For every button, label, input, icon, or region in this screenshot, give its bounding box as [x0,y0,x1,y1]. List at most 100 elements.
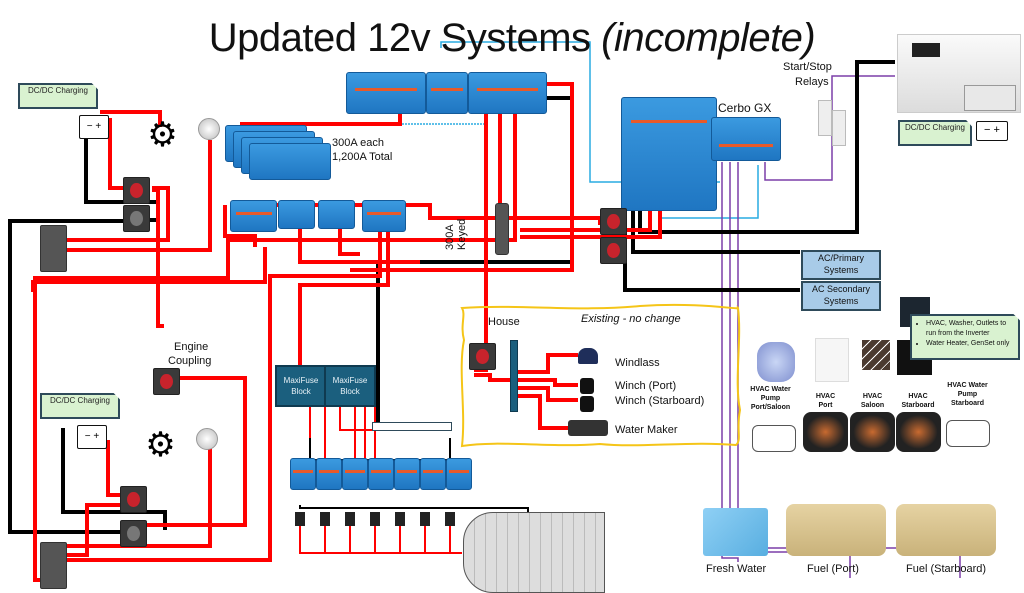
multiplus-charger-2[interactable] [468,72,547,114]
breaker-7[interactable] [445,512,455,526]
title-main: Updated 12v Systems [208,16,591,60]
breaker-3[interactable] [345,512,355,526]
ac-primary-line1: AC/Primary [817,253,864,263]
battery-label-each: 300A each [332,137,384,149]
positive-wires [31,82,662,582]
battery-switch-starboard-neg[interactable] [120,520,147,547]
engine-coupling-switch[interactable] [153,368,180,395]
house-busbar [510,340,518,412]
windlass-icon [578,348,598,364]
battery-switch-port-pos[interactable] [123,177,150,204]
alternator-port [198,118,220,140]
keyed-fuse-300a[interactable] [495,203,509,255]
combiner-port[interactable] [40,225,67,272]
tank-label-fresh: Fresh Water [706,563,767,575]
maxifuse-block-2[interactable]: MaxiFuse Block [324,365,376,407]
start-battery-icon-starboard: − + [77,425,107,449]
battery-protect-2[interactable] [318,200,355,229]
hvac-saloon-label: HVAC Saloon [860,393,885,409]
orion-charger-1[interactable] [230,200,277,232]
hvac-port-label: HVAC Port [815,393,836,409]
fuel-tank-port[interactable] [786,504,886,556]
smart-charger-5[interactable] [394,458,420,490]
smart-charger-2[interactable] [316,458,342,490]
lithium-battery-bank[interactable] [225,125,331,180]
quattro-inverter[interactable] [621,97,717,211]
note-item-1: HVAC, Washer, Outlets to run from the In… [926,319,1014,339]
hvac-starboard-icon [896,412,941,452]
dcdc-tag-port: DC/DC Charging [18,83,98,109]
fuel-tank-starboard[interactable] [896,504,996,556]
breaker-row [295,512,465,526]
fresh-water-tank[interactable] [703,508,768,556]
smart-charger-4[interactable] [368,458,394,490]
genset[interactable] [897,34,1021,113]
cerbo-gx[interactable] [711,117,781,161]
relays-label-2: Relays [795,76,829,88]
washer-icon [815,338,849,382]
battery-icon-genset: − + [976,121,1008,141]
breaker-4[interactable] [370,512,380,526]
engine-coupling-label-1: Engine [174,341,209,353]
ac-primary-systems[interactable]: AC/Primary Systems [801,250,881,280]
engine-icon-starboard: ⚙ [145,426,176,464]
fuse-label-keyed: Keyed [456,218,468,250]
smart-charger-row [290,458,472,490]
battery-4 [249,143,331,180]
battery-label-total: 1,200A Total [332,151,393,163]
title-italic: (incomplete) [601,16,816,60]
ac-secondary-line1: AC Secondary [811,284,871,294]
cerbo-label: Cerbo GX [718,101,772,115]
engine-coupling-label-2: Coupling [168,355,212,367]
battery-switch-port-neg[interactable] [123,205,150,232]
hvac-water-pump-port-label: HVAC Water Pump Port/Saloon [750,386,791,411]
multiplus-charger-1[interactable] [346,72,426,114]
water-heater-icon [757,342,795,382]
ac-secondary-systems[interactable]: AC Secondary Systems [801,281,881,311]
smart-charger-6[interactable] [420,458,446,490]
lynx-distributor[interactable] [426,72,468,114]
breaker-6[interactable] [420,512,430,526]
start-stop-relay-1[interactable] [818,100,832,136]
page-title: Updated 12v Systems (incomplete) [0,16,1024,61]
hvac-saloon-icon [850,412,895,452]
battery-switch-starboard-pos[interactable] [120,486,147,513]
breaker-1[interactable] [295,512,305,526]
note-item-2: Water Heater, GenSet only [926,339,1014,349]
negative-busbar [372,422,452,431]
house-switch[interactable] [469,343,496,370]
relays-label-1: Start/Stop [783,61,832,73]
winch-starboard-icon [580,396,594,412]
battery-protect-1[interactable] [278,200,315,229]
tank-label-fuel-starboard: Fuel (Starboard) [906,563,987,575]
breaker-5[interactable] [395,512,405,526]
breaker-2[interactable] [320,512,330,526]
ac-secondary-line2: Systems [823,296,859,306]
watermaker-icon [568,420,608,436]
dcdc-tag-starboard: DC/DC Charging [40,393,120,419]
inverter-switch-1[interactable] [600,208,627,235]
maxifuse-block-1[interactable]: MaxiFuse Block [275,365,327,407]
load-water-maker: Water Maker [615,424,678,436]
load-winch-port: Winch (Port) [615,380,677,392]
smart-charger-7[interactable] [446,458,472,490]
smart-charger-3[interactable] [342,458,368,490]
combiner-starboard[interactable] [40,542,67,589]
genset-controller [964,85,1016,111]
hvac-starboard-label: HVAC Starboard [901,393,935,409]
dcdc-tag-genset: DC/DC Charging [898,120,972,146]
start-battery-icon-port: − + [79,115,109,139]
genset-panel [912,43,940,57]
hvac-port-icon [803,412,848,452]
existing-zone-border [460,303,742,448]
boat-layout-plan [463,512,605,593]
load-windlass: Windlass [615,357,660,369]
hvac-water-pump-starboard-icon [946,420,990,447]
start-stop-relay-2[interactable] [832,110,846,146]
orion-charger-2[interactable] [362,200,406,232]
load-winch-starboard: Winch (Starboard) [615,395,705,407]
inverter-switch-2[interactable] [600,237,627,264]
house-label: House [488,316,520,328]
smart-charger-1[interactable] [290,458,316,490]
hvac-water-pump-port-icon [752,425,796,452]
